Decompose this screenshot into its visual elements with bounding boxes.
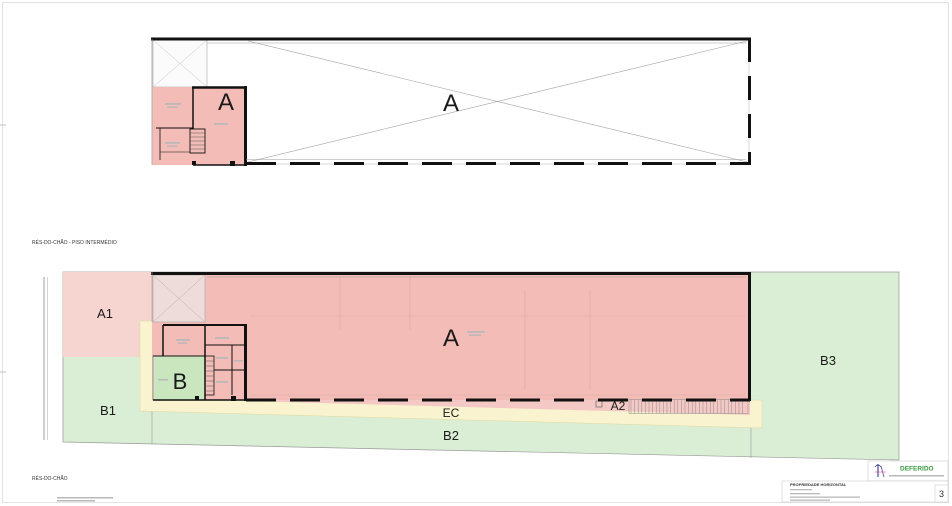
title-block: DEFERIDO PROPRIEDADE HORIZONTAL 3 [781, 460, 949, 503]
upper-open-area-diagonal [247, 40, 748, 163]
ground-room-annotation [234, 360, 243, 362]
upper-stair [189, 128, 206, 154]
zone-a-annotation [467, 331, 485, 333]
a2-stair-treads [630, 399, 743, 414]
drawing-title: PROPRIEDADE HORIZONTAL [790, 482, 847, 487]
zone-a-label: A [443, 325, 459, 352]
ground-room-annotation [216, 357, 228, 359]
drawing-note [57, 500, 95, 502]
zone-a-annotation [469, 334, 481, 336]
ground-room-annotation [215, 337, 229, 339]
ground-room-annotation [176, 339, 190, 341]
upper-floor-plan: A A [151, 37, 751, 166]
ground-void-diagonal [152, 274, 206, 323]
upper-void-box [152, 39, 208, 88]
upper-column [230, 161, 235, 166]
zone-a1-area [63, 272, 152, 357]
upper-column [192, 161, 196, 165]
upper-void-diagonal [152, 39, 208, 88]
zone-ec-label: EC [443, 406, 460, 420]
ground-stair [204, 355, 215, 396]
upper-zone-a-rooms-label: A [218, 89, 234, 116]
upper-room-annotation [165, 103, 181, 105]
sheet-number: 3 [939, 489, 944, 499]
upper-plan-area [151, 38, 750, 165]
zone-b1-label: B1 [100, 403, 116, 418]
ground-column [195, 396, 199, 400]
drawing-note [57, 497, 113, 499]
ground-floor-plan: A1 A B B1 EC B2 A2 B3 [43, 271, 900, 461]
upper-room-annotation [167, 145, 177, 147]
zone-a2-label: A2 [611, 399, 626, 413]
upper-room-annotation [167, 106, 178, 108]
zone-a2-area [250, 400, 750, 415]
zone-a-area [152, 272, 750, 400]
zone-b-label: B [173, 369, 188, 394]
zone-b3-label: B3 [820, 353, 836, 368]
title-detail-text [790, 489, 812, 491]
approval-stamp: DEFERIDO [900, 466, 934, 473]
ground-room-annotation [158, 379, 168, 381]
logo-stroke [880, 465, 885, 478]
ground-room-annotation [178, 342, 187, 344]
title-detail-text [790, 499, 830, 501]
zone-b2-label: B2 [443, 428, 459, 443]
lower-level-title: RÉS-DO-CHÃO [32, 475, 68, 482]
upper-room-annotation [165, 142, 180, 144]
title-detail-text [790, 493, 820, 495]
ground-room-annotation [216, 381, 228, 383]
ground-stair-outline [204, 355, 215, 396]
upper-zone-a-open-label: A [443, 90, 459, 117]
zone-a1-label: A1 [97, 306, 113, 321]
logo-stroke [874, 464, 882, 468]
title-detail-text [790, 496, 860, 498]
stamp-detail-text [889, 475, 944, 477]
ground-column [231, 396, 236, 401]
ground-void-box [152, 274, 206, 323]
upper-room-annotation [214, 123, 228, 125]
municipality-logo-icon [874, 464, 886, 478]
upper-level-title: RÉS-DO-CHÃO - PISO INTERMÉDIO [32, 239, 117, 246]
